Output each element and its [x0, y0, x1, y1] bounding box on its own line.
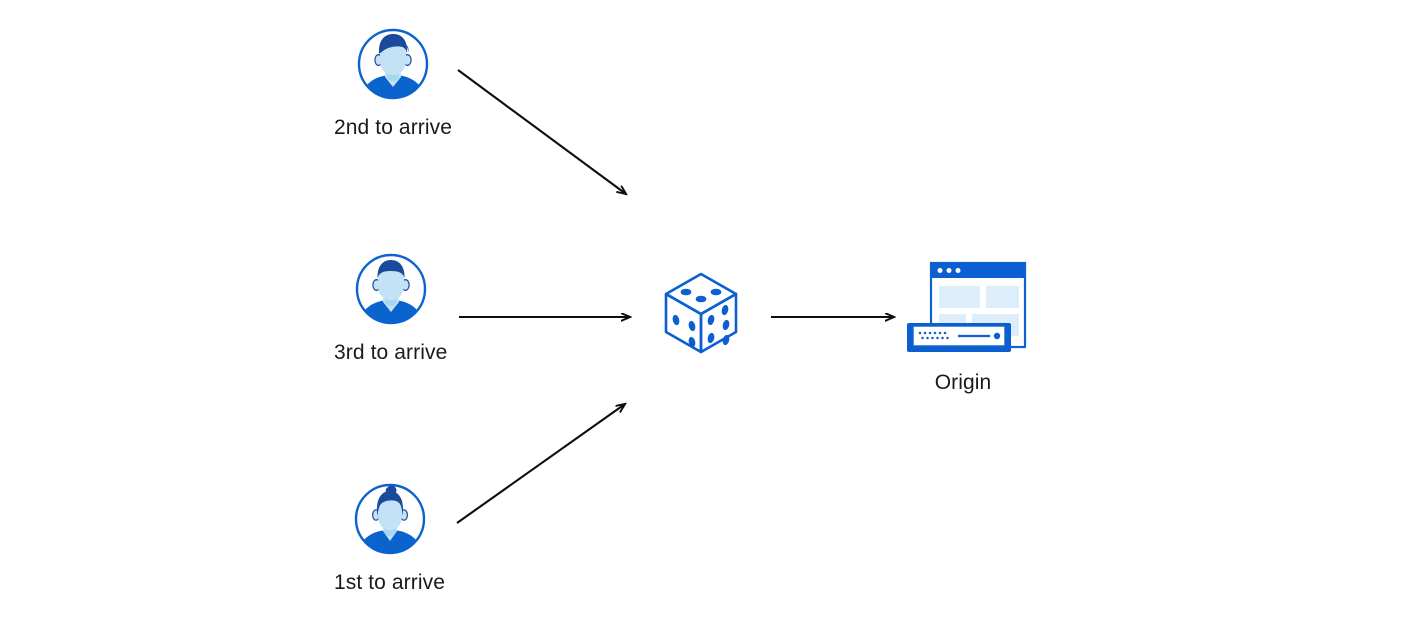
arrow-2nd-to-dice	[457, 69, 626, 194]
node-label-client-3rd: 3rd to arrive	[334, 341, 448, 364]
user-avatar-icon	[356, 27, 430, 101]
node-client-3rd[interactable]: 3rd to arrive	[334, 252, 447, 365]
origin-server-icon	[898, 258, 1028, 358]
node-origin[interactable]: Origin	[898, 258, 1028, 395]
node-label-origin: Origin	[934, 371, 992, 394]
node-label-client-2nd: 2nd to arrive	[334, 116, 453, 139]
dice-icon	[656, 268, 746, 358]
node-label-client-1st: 1st to arrive	[334, 571, 446, 594]
user-avatar-icon	[354, 252, 428, 326]
user-avatar-female-icon	[353, 482, 427, 556]
node-randomizer[interactable]	[656, 268, 746, 358]
node-client-2nd[interactable]: 2nd to arrive	[334, 27, 452, 140]
node-client-1st[interactable]: 1st to arrive	[334, 482, 445, 595]
arrow-1st-to-dice	[456, 404, 625, 524]
